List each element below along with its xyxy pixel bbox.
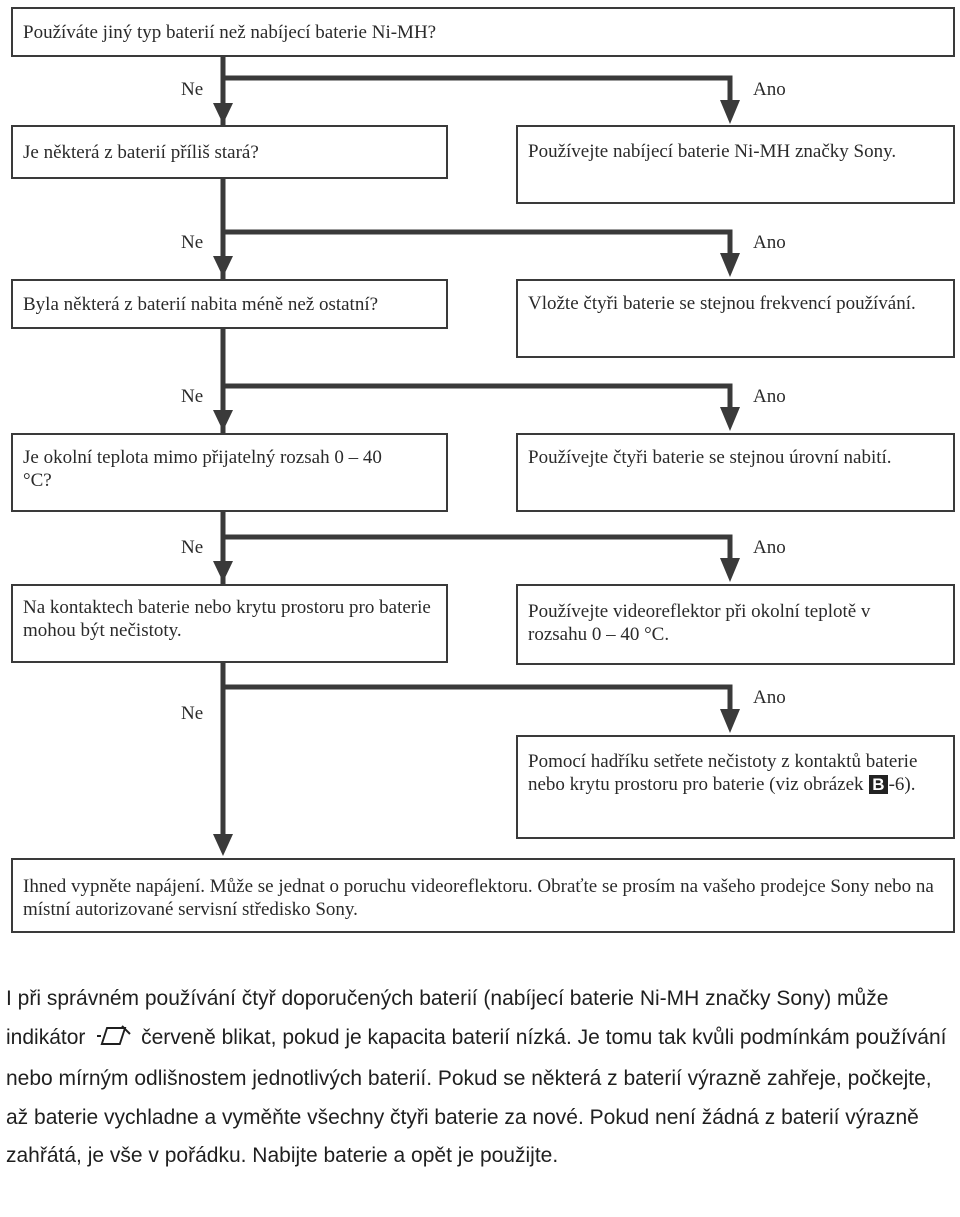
question-text-4: Je okolní teplota mimo přijatelný rozsah… [23, 447, 382, 491]
yes-label-1: Ano [753, 79, 786, 100]
question-box-5: Na kontaktech baterie nebo krytu prostor… [11, 584, 448, 663]
arrowhead-yes-3 [720, 407, 740, 431]
connector-branch-5 [223, 684, 733, 712]
no-label-4: Ne [181, 537, 204, 558]
figure-ref-badge: B [869, 775, 888, 794]
note-text-after-icon: červeně blikat, pokud je kapacita bateri… [6, 1025, 947, 1168]
question-text-5: Na kontaktech baterie nebo krytu prostor… [23, 597, 431, 641]
arrowhead-no-1 [213, 103, 233, 124]
arrowhead-no-final [213, 834, 233, 856]
question-box-2: Je některá z baterií příliš stará? [11, 125, 448, 179]
action-box-4: Používejte videoreflektor při okolní tep… [516, 584, 955, 665]
note-text-before-icon: I při správném používání čtyř doporučený… [6, 987, 889, 1049]
arrowhead-yes-5 [720, 709, 740, 733]
action-box-5: Pomocí hadříku setřete nečistoty z konta… [516, 735, 955, 839]
question-text-1: Používáte jiný typ baterií než nabíjecí … [23, 22, 437, 43]
no-label-2: Ne [181, 232, 204, 253]
question-box-1: Používáte jiný typ baterií než nabíjecí … [11, 7, 955, 57]
final-box: Ihned vypněte napájení. Může se jednat o… [11, 858, 955, 933]
no-label-5: Ne [181, 703, 204, 724]
connector-branch-2 [223, 229, 733, 256]
question-text-3: Byla některá z baterií nabita méně než o… [23, 294, 379, 315]
action-box-1: Používejte nabíjecí baterie Ni-MH značky… [516, 125, 955, 204]
no-label-3: Ne [181, 386, 204, 407]
final-text: Ihned vypněte napájení. Může se jednat o… [23, 876, 934, 920]
arrowhead-no-2 [213, 256, 233, 277]
action-text-3: Používejte čtyři baterie se stejnou úrov… [528, 447, 892, 468]
arrowhead-yes-2 [720, 253, 740, 277]
connector-branch-3 [223, 383, 733, 410]
question-box-4: Je okolní teplota mimo přijatelný rozsah… [11, 433, 448, 512]
arrowhead-no-4 [213, 561, 233, 582]
connector-branch-4 [223, 534, 733, 561]
action-text-5: Pomocí hadříku setřete nečistoty z konta… [528, 751, 918, 795]
yes-label-2: Ano [753, 232, 786, 253]
connector-branch-1 [223, 75, 733, 103]
action-text-1: Používejte nabíjecí baterie Ni-MH značky… [528, 141, 897, 162]
yes-label-3: Ano [753, 386, 786, 407]
action-text-5-suffix: -6). [888, 774, 916, 795]
action-box-3: Používejte čtyři baterie se stejnou úrov… [516, 433, 955, 512]
arrowhead-yes-1 [720, 100, 740, 124]
action-text-2: Vložte čtyři baterie se stejnou frekvenc… [528, 293, 916, 314]
arrowhead-yes-4 [720, 558, 740, 582]
no-label-1: Ne [181, 79, 204, 100]
note-paragraph: I při správném používání čtyř doporučený… [6, 980, 956, 1176]
battery-empty-icon [95, 1022, 131, 1061]
flowchart-connectors [213, 56, 740, 856]
question-box-3: Byla některá z baterií nabita méně než o… [11, 279, 448, 329]
arrowhead-no-3 [213, 410, 233, 431]
yes-label-4: Ano [753, 537, 786, 558]
question-text-2: Je některá z baterií příliš stará? [23, 142, 259, 163]
action-text-4: Používejte videoreflektor při okolní tep… [528, 601, 871, 645]
action-box-2: Vložte čtyři baterie se stejnou frekvenc… [516, 279, 955, 358]
yes-label-5: Ano [753, 687, 786, 708]
